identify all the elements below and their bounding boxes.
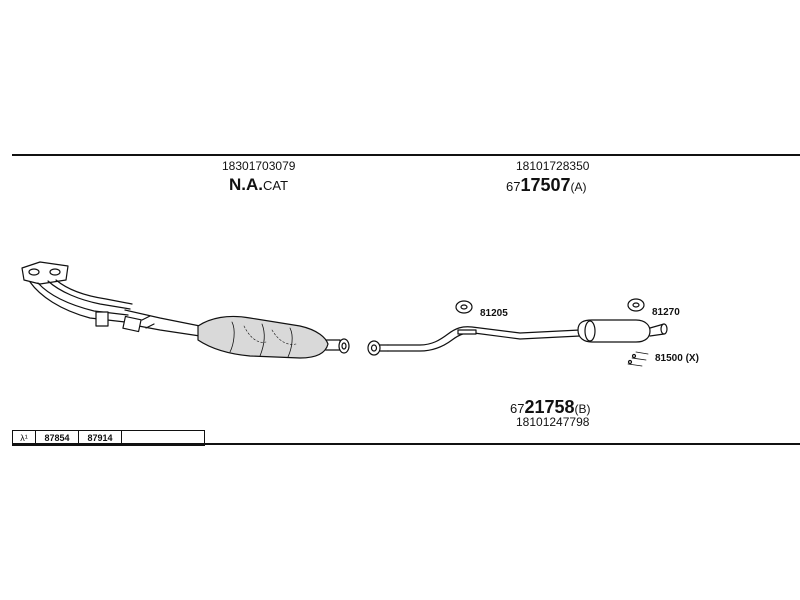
rear-silencer	[577, 319, 668, 343]
ref-table-cell-1: 87854	[36, 431, 79, 445]
front-downpipe	[29, 279, 201, 337]
ref-table-symbol: λ¹	[13, 431, 36, 445]
rear-code: 6721758(B)	[510, 398, 591, 416]
catalytic-label-suffix: CAT	[263, 178, 289, 193]
rear-code-suffix: (B)	[574, 402, 591, 416]
middle-code-main: 17507	[520, 175, 571, 195]
clamp-callout: 81500 (X)	[655, 353, 699, 364]
ref-table-cell-3	[122, 431, 204, 445]
ref-table-cell-2: 87914	[79, 431, 122, 445]
catalytic-part-number: 18301703079	[222, 159, 296, 173]
middle-part-number: 18101728350	[516, 159, 590, 173]
rear-code-main: 21758	[524, 397, 575, 417]
rubber-hanger-2-icon	[627, 298, 645, 312]
manifold-flange	[21, 261, 69, 285]
reference-table: λ¹ 87854 87914	[12, 430, 205, 446]
rear-part-number: 18101247798	[516, 415, 590, 429]
hanger-1-callout: 81205	[480, 308, 508, 319]
bottom-divider-line	[12, 443, 800, 445]
middle-code: 6717507(A)	[506, 176, 587, 194]
middle-pipe	[387, 326, 581, 352]
rubber-hanger-1-icon	[455, 300, 473, 314]
middle-code-suffix: (A)	[570, 180, 587, 194]
catalytic-label: N.A.CAT	[229, 176, 288, 193]
middle-pipe-flange	[367, 340, 389, 356]
catalytic-label-main: N.A.	[229, 175, 263, 194]
clamp-icon	[627, 351, 649, 367]
catalytic-converter	[197, 315, 341, 359]
middle-code-prefix: 67	[506, 179, 521, 194]
top-divider-line	[12, 154, 800, 156]
hanger-2-callout: 81270	[652, 307, 680, 318]
catalytic-outlet-flange	[338, 338, 350, 354]
rear-code-prefix: 67	[510, 401, 525, 416]
